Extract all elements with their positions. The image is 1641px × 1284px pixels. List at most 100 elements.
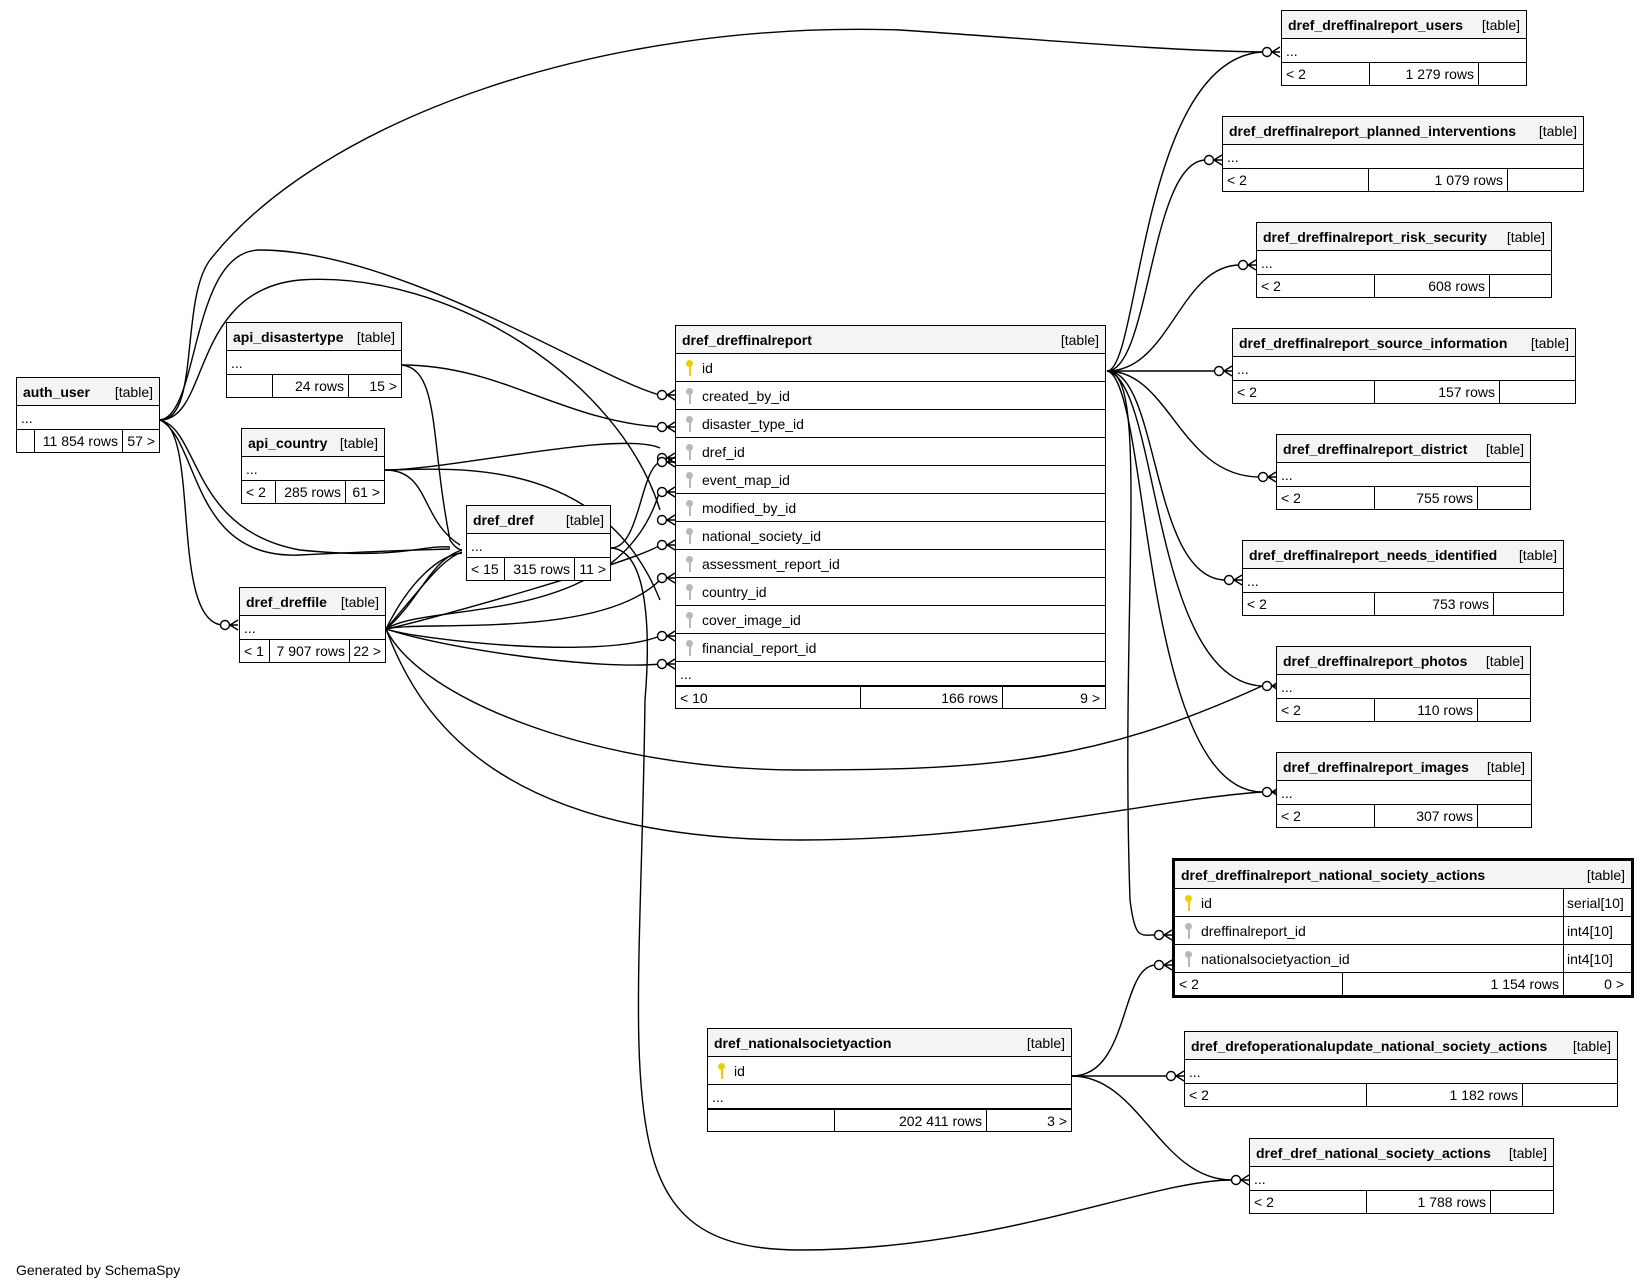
table-name: dref_dreffile (246, 593, 327, 610)
column-row[interactable]: assessment_report_id (676, 550, 1105, 578)
foreign-key-icon (684, 611, 696, 628)
column-row[interactable]: dref_id (676, 438, 1105, 466)
table-dref-dreffinalreport-users[interactable]: dref_dreffinalreport_users[table] ... < … (1281, 10, 1527, 86)
parents-count: < 2 (1243, 593, 1375, 615)
relationship-line (1106, 370, 1227, 581)
relationship-line (385, 544, 661, 630)
column-row[interactable]: created_by_id (676, 382, 1105, 410)
relationship-line (1106, 370, 1157, 936)
table-dref-dreffinalreport-national-society-actions[interactable]: dref_dreffinalreport_national_society_ac… (1172, 858, 1634, 998)
table-type: [table] (1506, 228, 1545, 245)
relationship-line (1106, 370, 1261, 478)
optional-marker (656, 539, 668, 551)
column-row[interactable]: financial_report_id (676, 634, 1105, 662)
table-api-country[interactable]: api_country[table] ... < 2 285 rows 61 > (241, 428, 385, 504)
parents-count: < 2 (1257, 275, 1375, 297)
many-marker (666, 539, 676, 551)
foreign-key-icon (1183, 950, 1195, 967)
table-dref-dreffinalreport-photos[interactable]: dref_dreffinalreport_photos[table] ... <… (1276, 646, 1531, 722)
table-type: [table] (340, 593, 379, 610)
table-name: dref_dreffinalreport_needs_identified (1249, 546, 1498, 563)
children-count (1491, 1191, 1552, 1213)
column-row[interactable]: cover_image_id (676, 606, 1105, 634)
column-row[interactable]: modified_by_id (676, 494, 1105, 522)
column-name: national_society_id (702, 527, 822, 544)
optional-marker (1257, 471, 1269, 483)
optional-marker (656, 456, 668, 468)
table-footer: 24 rows 15 > (227, 375, 401, 397)
collapsed-columns: ... (1185, 1060, 1617, 1084)
table-dref-dreffinalreport-risk-security[interactable]: dref_dreffinalreport_risk_security[table… (1256, 222, 1552, 298)
foreign-key-icon (684, 583, 696, 600)
table-dref-dreffinalreport-district[interactable]: dref_dreffinalreport_district[table] ...… (1276, 434, 1531, 510)
table-type: [table] (1518, 546, 1557, 563)
table-api-disastertype[interactable]: api_disastertype[table] ... 24 rows 15 > (226, 322, 402, 398)
table-dref-dreffinalreport-planned-interventions[interactable]: dref_dreffinalreport_planned_interventio… (1222, 116, 1584, 192)
column-type: int4[10] (1563, 917, 1631, 944)
row-count: 7 907 rows (270, 640, 350, 662)
table-dref-drefoperationalupdate-national-society-actions[interactable]: dref_drefoperationalupdate_national_soci… (1184, 1031, 1618, 1107)
column-row[interactable]: id (676, 354, 1105, 382)
optional-marker (1261, 786, 1273, 798)
table-auth-user[interactable]: auth_user[table] ... 11 854 rows 57 > (16, 377, 160, 453)
optional-marker (656, 630, 668, 642)
row-count: 166 rows (861, 687, 1003, 708)
table-footer: < 2 285 rows 61 > (242, 481, 384, 503)
table-type: [table] (1481, 16, 1520, 33)
table-dref-dref[interactable]: dref_dref[table] ... < 15 315 rows 11 > (466, 505, 611, 581)
relationship-line (1106, 51, 1263, 372)
relationship-line (159, 419, 451, 556)
relationship-line (1106, 159, 1207, 372)
table-dref-dreffile[interactable]: dref_dreffile[table] ... < 1 7 907 rows … (239, 587, 386, 663)
collapsed-columns: ... (240, 616, 385, 640)
many-marker (666, 630, 676, 642)
row-count: 1 788 rows (1367, 1191, 1491, 1213)
row-count: 11 854 rows (35, 430, 123, 452)
children-count: 22 > (353, 643, 381, 659)
relationship-line (384, 442, 661, 471)
table-type: [table] (1572, 1037, 1611, 1054)
table-dref-dreffinalreport[interactable]: dref_dreffinalreport[table] id created_b… (675, 325, 1106, 709)
relationship-line (384, 468, 661, 601)
table-footer: < 2 307 rows (1277, 805, 1531, 827)
collapsed-columns: ... (242, 457, 384, 481)
column-type: int4[10] (1563, 945, 1631, 972)
row-count: 24 rows (273, 375, 349, 397)
row-count: 1 154 rows (1343, 973, 1564, 995)
table-dref-nationalsocietyaction[interactable]: dref_nationalsocietyaction[table] id ...… (707, 1028, 1072, 1132)
table-footer: < 2 1 079 rows (1223, 169, 1583, 191)
collapsed-columns: ... (1243, 569, 1563, 593)
table-footer: < 2 608 rows (1257, 275, 1551, 297)
column-row[interactable]: national_society_id (676, 522, 1105, 550)
table-footer: < 2 1 788 rows (1250, 1191, 1553, 1213)
table-footer: < 15 315 rows 11 > (467, 558, 610, 580)
table-dref-dreffinalreport-source-information[interactable]: dref_dreffinalreport_source_information[… (1232, 328, 1576, 404)
row-count: 1 182 rows (1367, 1084, 1523, 1106)
column-type: serial[10] (1563, 889, 1631, 916)
parents-count: < 2 (1277, 805, 1375, 827)
column-row[interactable]: id (708, 1057, 1071, 1085)
column-row[interactable]: disaster_type_id (676, 410, 1105, 438)
column-name: disaster_type_id (702, 415, 804, 432)
children-count (1500, 381, 1574, 403)
parents-count: < 2 (1277, 699, 1375, 721)
column-row[interactable]: country_id (676, 578, 1105, 606)
column-row[interactable]: event_map_id (676, 466, 1105, 494)
parents-count: < 2 (1282, 63, 1370, 85)
children-count (1479, 63, 1525, 85)
optional-marker (1153, 959, 1165, 971)
table-footer: < 2 755 rows (1277, 487, 1530, 509)
table-dref-dreffinalreport-images[interactable]: dref_dreffinalreport_images[table] ... <… (1276, 752, 1532, 828)
many-marker (1163, 959, 1173, 971)
row-count: 753 rows (1375, 593, 1494, 615)
collapsed-columns: ... (227, 351, 401, 375)
column-name: id (702, 359, 713, 376)
table-dref-dref-national-society-actions[interactable]: dref_dref_national_society_actions[table… (1249, 1138, 1554, 1214)
column-name: cover_image_id (702, 611, 801, 628)
table-dref-dreffinalreport-needs-identified[interactable]: dref_dreffinalreport_needs_identified [ta… (1242, 540, 1564, 616)
many-marker (1271, 46, 1281, 58)
foreign-key-icon (684, 639, 696, 656)
